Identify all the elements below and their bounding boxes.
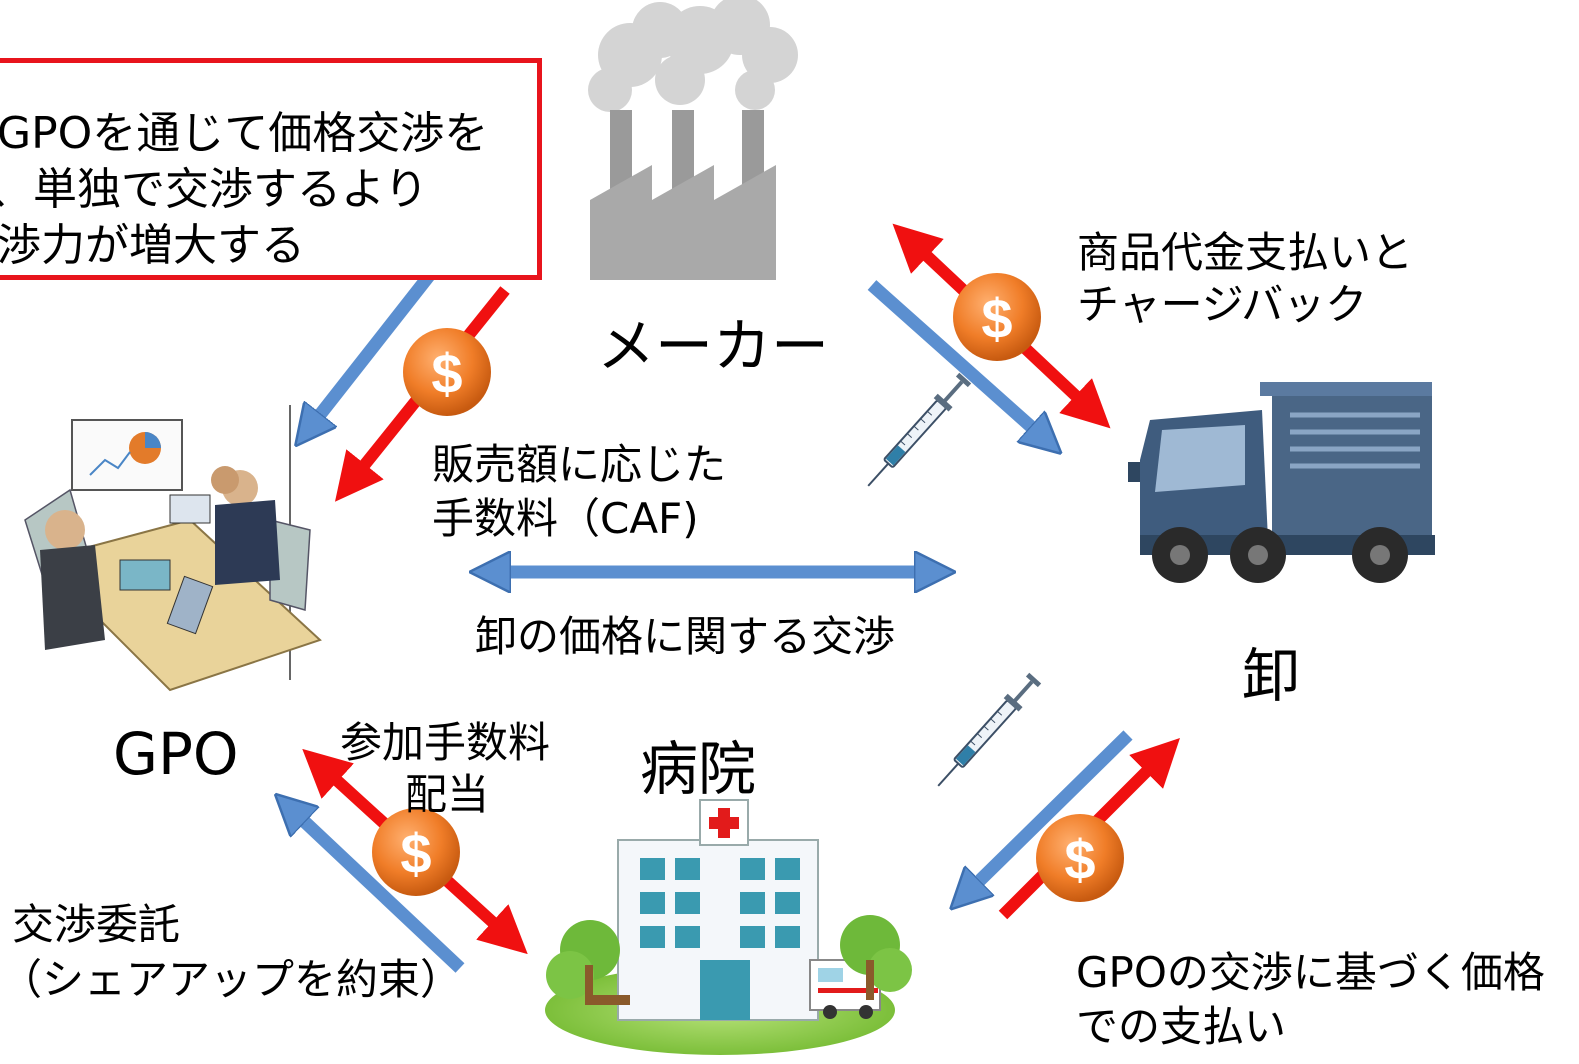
payment-chargeback-label-2: チャージバック (1077, 280, 1368, 329)
gpo-price-label-1: GPOの交渉に基づく価格 (1076, 948, 1545, 997)
maker-label: メーカー (597, 312, 830, 380)
factory-icon (588, 0, 798, 280)
svg-text:$: $ (431, 342, 462, 405)
hospital-icon (545, 799, 912, 1055)
meeting-icon (24, 405, 322, 692)
blue-arrow-wholesaler-hospital (965, 730, 1133, 895)
dollar-coin-icon: $ (1036, 814, 1124, 902)
svg-text:$: $ (400, 822, 431, 885)
dollar-coin-icon: $ (953, 273, 1041, 361)
svg-text:$: $ (1064, 828, 1095, 891)
callout-line-1: GPOを通じて価格交渉を (0, 108, 489, 159)
hospital-label: 病院 (640, 735, 757, 803)
dollar-coin-icon: $ (372, 808, 460, 896)
svg-text:$: $ (981, 287, 1012, 350)
consign-label-1: 交渉委託 (12, 900, 181, 949)
payment-chargeback-label-1: 商品代金支払いと (1077, 228, 1414, 277)
dollar-coin-icon: $ (403, 328, 491, 416)
wholesaler-label: 卸 (1242, 642, 1301, 710)
caf-label-1: 販売額に応じた (432, 440, 727, 489)
callout-line-3: 渉力が増大する (0, 220, 305, 271)
gpo-label: GPO (113, 720, 239, 788)
syringe-icon (929, 670, 1044, 794)
syringe-icon (859, 370, 974, 494)
caf-label-2: 手数料（CAF) (432, 494, 699, 543)
blue-arrow-hospital-gpo (290, 808, 465, 973)
truck-icon (1128, 382, 1435, 583)
consign-label-2: （シェアアップを約束） (0, 955, 463, 1004)
fee-label-1: 参加手数料 (340, 718, 551, 767)
gpo-price-label-2: での支払い (1076, 1002, 1287, 1051)
blue-arrow-maker-wholesaler (867, 280, 1046, 440)
fee-label-2: 配当 (405, 770, 490, 819)
negotiation-label: 卸の価格に関する交渉 (475, 612, 896, 661)
callout-line-2: 、単独で交渉するより (0, 164, 429, 215)
callout-box: GPOを通じて価格交渉を 、単独で交渉するより 渉力が増大する (0, 58, 542, 280)
